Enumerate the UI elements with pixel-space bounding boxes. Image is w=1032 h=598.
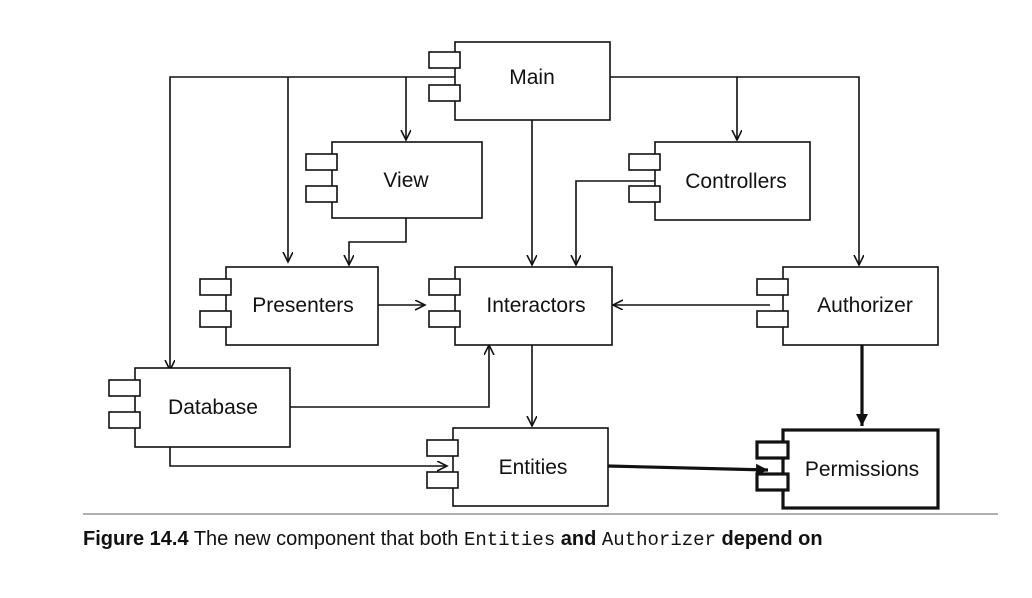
- edge-main-database: [170, 76, 455, 370]
- edge-main-authorizer: [737, 76, 859, 265]
- caption-code-entities: Entities: [464, 529, 556, 551]
- edge-entities-permissions: [607, 463, 769, 476]
- caption-text-2: depend on: [721, 528, 823, 550]
- component-diagram: Main View Controllers Presenters Interac…: [108, 41, 940, 510]
- component-database: Database: [108, 367, 291, 448]
- caption-code-authorizer: Authorizer: [601, 529, 716, 551]
- component-database-label: Database: [168, 396, 258, 419]
- figure-caption: Figure 14.4 The new component that both …: [83, 528, 823, 551]
- component-controllers: Controllers: [628, 141, 811, 221]
- component-main-label: Main: [509, 66, 555, 89]
- component-view-label: View: [383, 169, 429, 192]
- component-entities: Entities: [426, 427, 609, 507]
- component-permissions: Permissions: [755, 428, 940, 510]
- edge-controllers-interactors: [576, 180, 655, 265]
- edge-view-presenters: [349, 218, 407, 265]
- component-interactors-label: Interactors: [486, 294, 585, 317]
- component-permissions-label: Permissions: [805, 458, 919, 481]
- component-presenters-label: Presenters: [252, 294, 354, 317]
- component-presenters: Presenters: [199, 266, 379, 346]
- component-main: Main: [428, 41, 611, 121]
- component-entities-label: Entities: [499, 456, 568, 479]
- component-authorizer-label: Authorizer: [817, 294, 913, 317]
- component-view: View: [305, 141, 483, 219]
- caption-text-1: The new component that both: [193, 528, 459, 550]
- edge-main-controllers: [610, 76, 737, 140]
- figure-number: Figure 14.4: [83, 528, 189, 550]
- caption-and: and: [560, 528, 597, 550]
- edge-database-entities: [169, 447, 447, 466]
- caption-divider: [83, 513, 998, 515]
- component-controllers-label: Controllers: [685, 170, 787, 193]
- component-interactors: Interactors: [428, 266, 613, 346]
- edge-database-interactors: [290, 345, 489, 408]
- component-authorizer: Authorizer: [756, 266, 939, 346]
